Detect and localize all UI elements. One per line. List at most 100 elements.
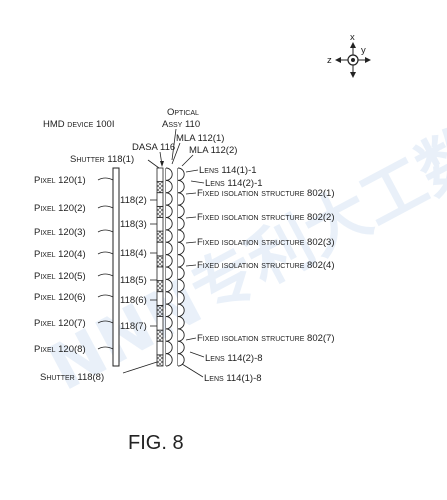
shutter-bottom-label: Shutter 118(8)	[40, 372, 104, 383]
shutter-label: 118(4)	[120, 248, 147, 259]
axis-x-label: x	[350, 32, 355, 43]
isolation-leader	[185, 264, 197, 267]
pixel-leader	[97, 320, 114, 324]
pixel-label: Pixel 120(6)	[34, 292, 86, 303]
isolation-leader	[185, 192, 197, 195]
lens-bottom-1-label: Lens 114(1)-8	[204, 373, 262, 384]
lens-mla1	[165, 278, 173, 293]
lens-mla2	[177, 167, 185, 181]
lens-mla1	[165, 353, 173, 367]
shutter-label: 118(7)	[120, 321, 147, 332]
isolation-leader	[185, 216, 197, 219]
axis-y-label: y	[361, 45, 366, 56]
pixel-label: Pixel 120(4)	[34, 249, 86, 260]
lens-top-1-label: Lens 114(1)-1	[199, 165, 257, 176]
optical-assy-leader	[171, 128, 177, 161]
pixel-leader	[97, 205, 114, 209]
dasa-label: DASA 116	[132, 142, 175, 153]
pixel-panel	[112, 167, 120, 367]
shutter-cell-open	[156, 266, 164, 282]
lens-mla1	[165, 179, 173, 194]
pixel-leader	[97, 177, 114, 181]
lens-top-2-leader	[190, 180, 205, 184]
lens-mla1	[165, 303, 173, 317]
shutter-cell-open	[156, 241, 164, 257]
lens-mla2	[177, 328, 185, 342]
lens-bottom-2-leader	[189, 351, 205, 358]
shutter-cell-hatched	[156, 181, 164, 194]
mla-lens-column	[165, 167, 185, 367]
optical-assy-label: Assy 110	[162, 119, 200, 130]
shutter-cell-open	[156, 167, 164, 183]
lens-mla2	[177, 291, 185, 305]
pixel-label: Pixel 120(1)	[34, 175, 86, 186]
shutter-label: 118(3)	[120, 219, 147, 230]
hmd-device-label: HMD device 100I	[43, 119, 114, 130]
lens-mla2	[177, 353, 185, 367]
lens-mla2	[177, 241, 185, 256]
shutter-cell-hatched	[156, 329, 164, 342]
shutter-cell-open	[156, 291, 164, 306]
isolation-structure-label: Fixed isolation structure 802(7)	[197, 333, 335, 344]
shutter-cell-open	[156, 217, 164, 232]
isolation-structure-label: Fixed isolation structure 802(4)	[197, 260, 335, 271]
axis-icon: x y z	[327, 32, 371, 78]
mla1-leader	[171, 142, 181, 165]
shutter-cell-hatched	[156, 354, 164, 367]
shutter-cell-open	[156, 316, 164, 331]
pixel-label: Pixel 120(8)	[34, 344, 86, 355]
lens-mla2	[177, 303, 185, 317]
pixel-leader	[97, 346, 114, 350]
figure-caption: FIG. 8	[128, 432, 184, 454]
dasa-arrow	[160, 161, 164, 167]
shutter-top-label: Shutter 118(1)	[70, 154, 134, 165]
axis-z-label: z	[327, 55, 332, 66]
lens-mla1	[165, 192, 173, 206]
lens-mla1	[165, 217, 173, 231]
isolation-structure-label: Fixed isolation structure 802(1)	[197, 188, 335, 199]
shutter-cell-hatched	[156, 304, 164, 317]
lens-mla1	[165, 241, 173, 256]
shutter-label: 118(6)	[120, 295, 147, 306]
isolation-structure-label: Fixed isolation structure 802(2)	[197, 212, 335, 223]
shutter-cell-hatched	[156, 205, 164, 218]
lens-mla1	[165, 167, 173, 181]
lens-top-2-label: Lens 114(2)-1	[205, 178, 263, 189]
mla1-label: MLA 112(1)	[176, 133, 224, 144]
shutter-cell-hatched	[156, 255, 164, 268]
pixel-leader	[97, 229, 114, 233]
isolation-leader	[185, 241, 197, 244]
lens-mla1	[165, 316, 173, 330]
shutter-bottom-leader	[122, 361, 158, 374]
lens-mla2	[177, 254, 185, 268]
lens-mla2	[177, 204, 185, 218]
lens-mla1	[165, 229, 173, 243]
mla2-label: MLA 112(2)	[189, 145, 237, 156]
lens-mla2	[177, 278, 185, 293]
pixel-leader	[97, 251, 114, 255]
pixel-leaders	[97, 177, 114, 350]
pixel-leader	[97, 273, 114, 277]
shutter-label: 118(5)	[120, 275, 147, 286]
optical-label: Optical	[167, 107, 199, 118]
pixel-label: Pixel 120(2)	[34, 203, 86, 214]
lens-mla1	[165, 266, 173, 280]
lens-mla1	[165, 291, 173, 305]
isolation-leader	[185, 337, 197, 341]
lens-mla2	[177, 316, 185, 330]
lens-bottom-1-leader	[181, 363, 204, 378]
shutter-cell-hatched	[156, 230, 164, 243]
lens-mla1	[165, 254, 173, 268]
lens-mla2	[177, 217, 185, 231]
shutter-cell-open	[156, 340, 164, 356]
pixel-label: Pixel 120(5)	[34, 271, 86, 282]
isolation-structure-label: Fixed isolation structure 802(3)	[197, 237, 335, 248]
lens-mla1	[165, 340, 173, 355]
shutter-cell-open	[156, 192, 164, 207]
shutter-cell-hatched	[156, 280, 164, 293]
shutter-label: 118(2)	[120, 195, 147, 206]
pixel-label: Pixel 120(3)	[34, 227, 86, 238]
lens-mla2	[177, 229, 185, 243]
